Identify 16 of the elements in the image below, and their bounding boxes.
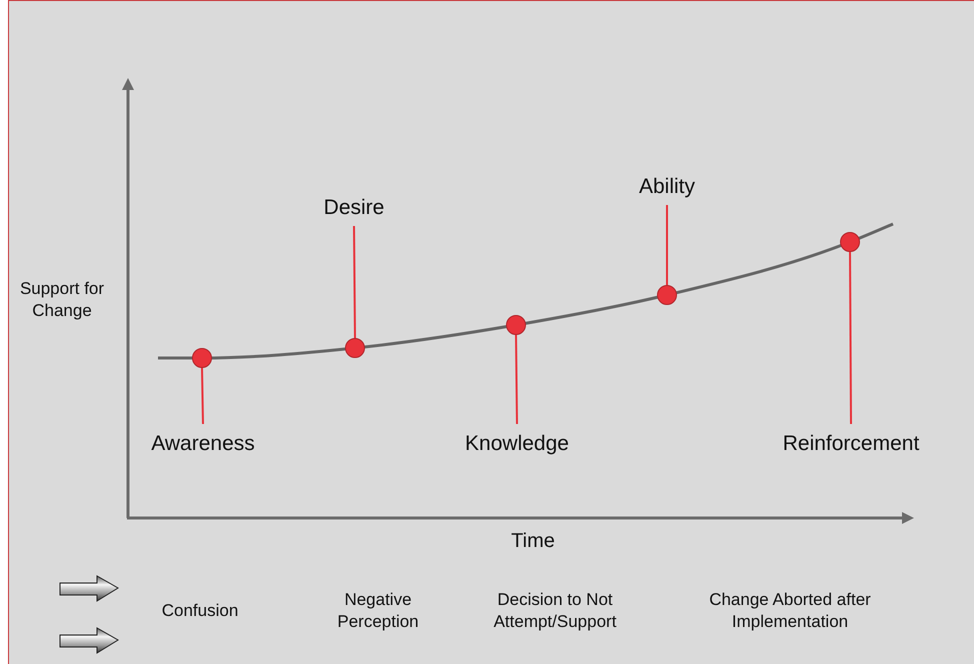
leader-line — [201, 368, 204, 424]
stage-label: Desire — [324, 196, 384, 220]
outcome-label: Negative Perception — [336, 589, 420, 634]
outcome-label: Change Aborted after Implementation — [708, 589, 872, 634]
outcome-label: Confusion — [162, 600, 238, 622]
axis-title: Support for Change — [18, 278, 106, 322]
leader-line — [353, 226, 356, 338]
leader-line — [666, 205, 668, 285]
stage-label: Ability — [638, 175, 696, 199]
leader-line — [849, 252, 852, 424]
stage-label: Reinforcement — [782, 432, 920, 456]
axis-title: Time — [511, 529, 555, 554]
outcome-label: Decision to Not Attempt/Support — [492, 589, 618, 634]
stage-label: Awareness — [151, 432, 255, 456]
leader-line — [515, 334, 518, 424]
stage-label: Knowledge — [465, 432, 569, 456]
